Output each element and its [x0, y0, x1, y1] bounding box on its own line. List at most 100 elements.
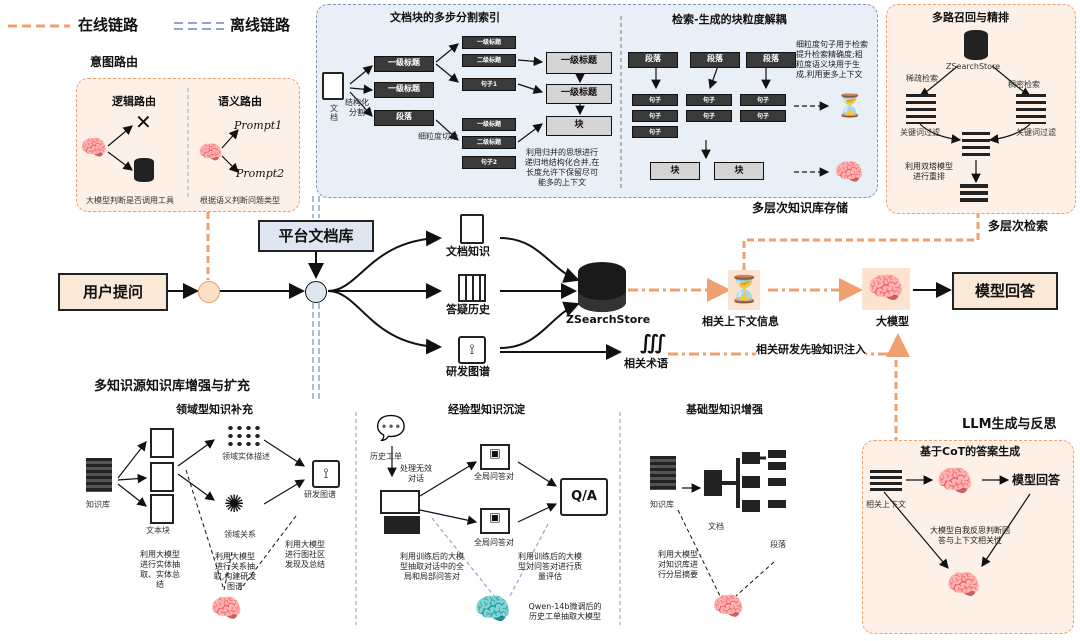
platform-doc-box: 平台文档库 [258, 220, 374, 252]
sentence-box: 句子 [632, 94, 678, 106]
graph-icon: ⟟ [312, 460, 340, 488]
brain-icon: 🧠 [712, 592, 745, 622]
global-qa1-label: 全局问答对 [474, 472, 514, 481]
h1-small-box: 一级标题 [462, 36, 516, 49]
structured-split-label: 结构化分割 [345, 98, 369, 117]
list-icon [906, 94, 936, 124]
train-extract-note: 利用训练后的大模型抽取对话中的全局和局部问答对 [400, 552, 464, 581]
document-icon [322, 72, 344, 100]
answer-box: 模型回答 [952, 272, 1058, 310]
prior-inject-label: 相关研发先验知识注入 [756, 343, 866, 357]
retrieval-label: 多层次检索 [988, 219, 1049, 233]
prompt2-label: Prompt2 [236, 167, 285, 180]
cot-title: 基于CoT的答案生成 [920, 445, 1021, 458]
rd-graph-small-label: 研发图谱 [304, 490, 336, 499]
legend-offline-label: 离线链路 [230, 16, 291, 34]
merge-note: 利用归并的思想进行递归地结构化合并,在长度允许下保留尽可能多的上下文 [524, 148, 600, 187]
database-icon [964, 30, 988, 60]
brain-icon: 🧠 [80, 136, 108, 161]
retrieval-gen-title: 检索-生成的块粒度解耦 [672, 13, 787, 26]
semantic-route-caption: 根据语义判断问题类型 [200, 196, 280, 205]
train-eval-note: 利用训练后的大模型对问答对进行质量评估 [518, 552, 582, 581]
domain-rel-label: 领域关系 [224, 530, 256, 539]
document-icon [150, 494, 174, 524]
intent-node [198, 281, 220, 303]
kw-filter-left: 关键词过滤 [900, 128, 940, 137]
archive-icon [458, 274, 486, 302]
reflect-note: 大模型自我反思判断回答与上下文相关性 [930, 526, 1010, 545]
chat-doc-icon [384, 516, 420, 534]
graph-icon: ⟟ [458, 336, 486, 364]
merged-h1-box: 一级标题 [546, 84, 612, 104]
zsearchstore-icon [578, 262, 626, 312]
doc-knowledge-label: 文档知识 [446, 245, 490, 258]
chunk-index-title: 文档块的多步分割索引 [390, 11, 500, 24]
related-context-label: 相关上下文信息 [702, 315, 779, 328]
brain-icon: 🧠 [210, 594, 243, 624]
rerank-label: 利用双塔模型进行重排 [905, 162, 953, 181]
qa-pair-icon: ▣ [480, 508, 510, 534]
dense-label: 稠密检索 [1008, 80, 1040, 89]
block-box: 块 [714, 162, 764, 180]
kb-icon [86, 458, 112, 492]
kw-filter-right: 关键词过滤 [1016, 128, 1056, 137]
retrieval-gen-note: 细粒度句子用于检索提升检索精确度;粗粒度语义块用于生成,利用更多上下文 [796, 40, 868, 79]
community-note: 利用大模型进行图社区发现及总结 [285, 540, 325, 569]
sparse-label: 稀疏检索 [906, 74, 938, 83]
user-query-box: 用户提问 [58, 273, 168, 311]
qa-pair-icon: ▣ [480, 444, 510, 470]
qa-history-label: 答疑历史 [446, 303, 490, 316]
chat-doc-icon [380, 490, 420, 514]
block-box: 块 [650, 162, 700, 180]
legend-online-label: 在线链路 [78, 16, 139, 34]
terms-icon: ∭ [640, 330, 666, 354]
h2-small-box: 二级标题 [462, 54, 516, 67]
cot-answer-label: 模型回答 [1012, 473, 1061, 487]
doc2-label: 文档 [708, 522, 724, 531]
domain-title: 领域型知识补充 [176, 403, 253, 416]
llm-brain-icon: 🧠 [862, 268, 910, 310]
ticket-proc-label: 处理无效对话 [400, 464, 432, 483]
context-label: 相关上下文 [866, 500, 906, 509]
chat-icon: 💬 [376, 414, 406, 442]
sentence-box: 句子 [632, 126, 678, 138]
global-qa2-label: 全局问答对 [474, 538, 514, 547]
rd-graph-label: 研发图谱 [446, 365, 490, 378]
multi-source-title: 多知识源知识库增强与扩充 [94, 379, 251, 394]
zsearchstore-label: ZSearchStore [566, 313, 651, 326]
logic-route-title: 逻辑路由 [112, 95, 156, 108]
brain-icon: 🧠 [936, 464, 974, 499]
network-icon: ✺ [224, 490, 245, 518]
logic-route-caption: 大模型判断是否调用工具 [86, 196, 174, 205]
ticket-label: 历史工单 [370, 452, 402, 461]
kb2-label: 知识库 [650, 500, 674, 509]
text-block-label: 文本块 [146, 526, 170, 535]
llm-label: 大模型 [876, 315, 909, 328]
document-icon [150, 462, 174, 492]
hourglass-box: ⏳ [728, 270, 760, 310]
storage-label: 多层次知识库存储 [752, 201, 849, 215]
rel-extract-note: 利用大模型进行关系抽取,构建研发图谱 [213, 552, 257, 591]
prompt1-label: Prompt1 [234, 119, 283, 132]
qwen-brain-icon: 🧠 [474, 592, 512, 627]
entity-extract-note: 利用大模型进行实体抽取、实体总结 [140, 550, 180, 589]
dot-grid-icon [226, 424, 262, 448]
document-icon [460, 214, 484, 244]
recall-store-label: ZSearchStore [946, 62, 1001, 71]
para2-label: 段落 [770, 540, 786, 549]
brain-icon: 🧠 [198, 140, 223, 164]
para-box: 段落 [374, 110, 434, 126]
sentence2-box: 句子2 [462, 156, 516, 169]
list-icon [960, 184, 988, 204]
brain-icon: 🧠 [834, 158, 864, 186]
brain-icon: 🧠 [946, 568, 981, 601]
platform-node [305, 281, 327, 303]
h2-small-box: 二级标题 [462, 136, 516, 149]
hourglass-icon: ⏳ [836, 94, 864, 119]
document-icon [150, 428, 174, 458]
exp-title: 经验型知识沉淀 [448, 403, 525, 416]
sentence-box: 句子 [740, 110, 786, 122]
intent-title: 意图路由 [90, 55, 139, 69]
terms-label: 相关术语 [624, 357, 668, 370]
kb-icon [650, 456, 676, 490]
